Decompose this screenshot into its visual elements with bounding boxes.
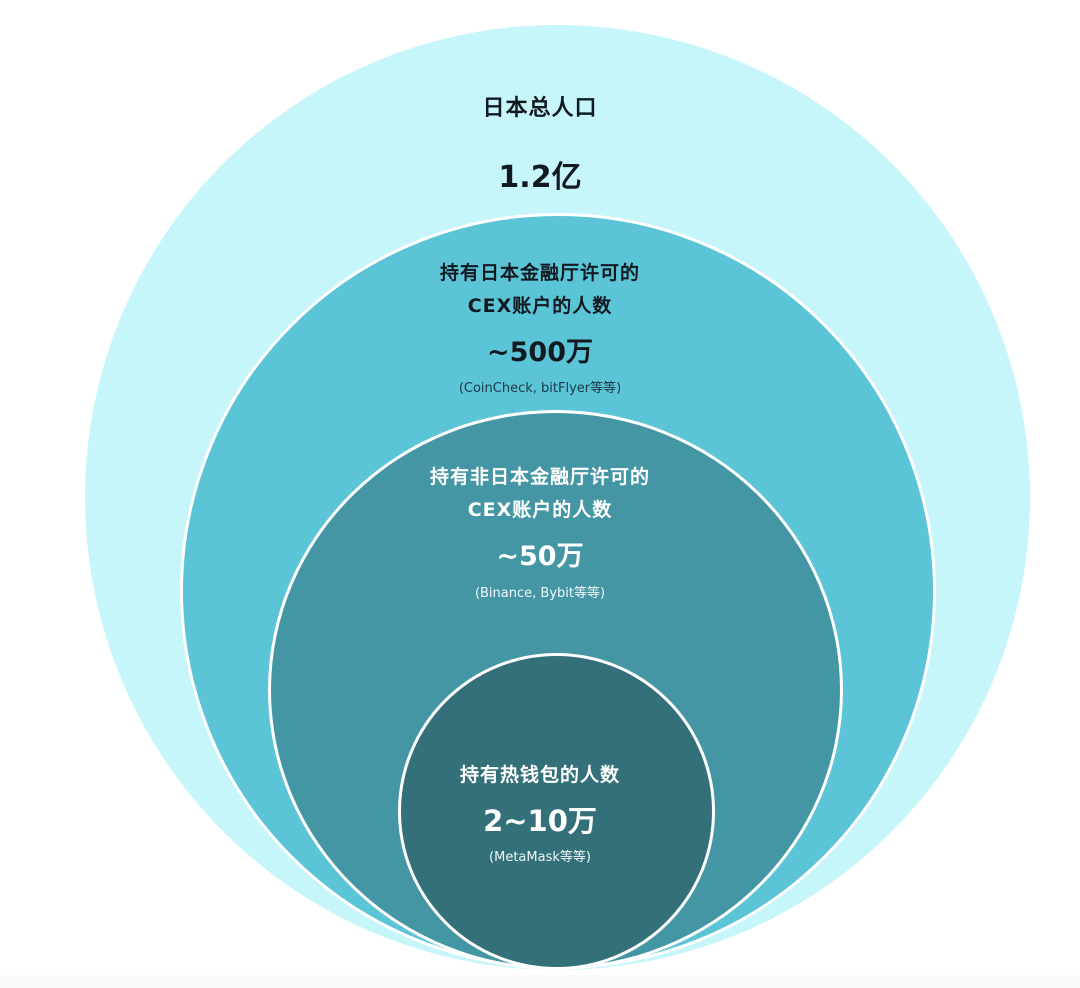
circle-hot-wallet xyxy=(398,653,715,970)
level2-examples: (CoinCheck, bitFlyer等等) xyxy=(458,381,622,396)
level1-title: 日本总人口 xyxy=(482,96,598,121)
level3-title-line2: CEX账户的人数 xyxy=(467,499,613,521)
level2-title-line1: 持有日本金融厅许可的 xyxy=(439,262,640,284)
level2-title-line2: CEX账户的人数 xyxy=(467,295,613,317)
level3-value: ~50万 xyxy=(496,541,584,572)
level3-title-line1: 持有非日本金融厅许可的 xyxy=(429,466,650,488)
bottom-strip xyxy=(0,975,1080,988)
level2-value: ~500万 xyxy=(487,337,593,368)
level3-examples: (Binance, Bybit等等) xyxy=(474,586,606,601)
level1-value: 1.2亿 xyxy=(498,160,582,195)
level4-title: 持有热钱包的人数 xyxy=(459,764,620,786)
level4-examples: (MetaMask等等) xyxy=(489,850,591,865)
level4-value: 2~10万 xyxy=(483,804,597,838)
